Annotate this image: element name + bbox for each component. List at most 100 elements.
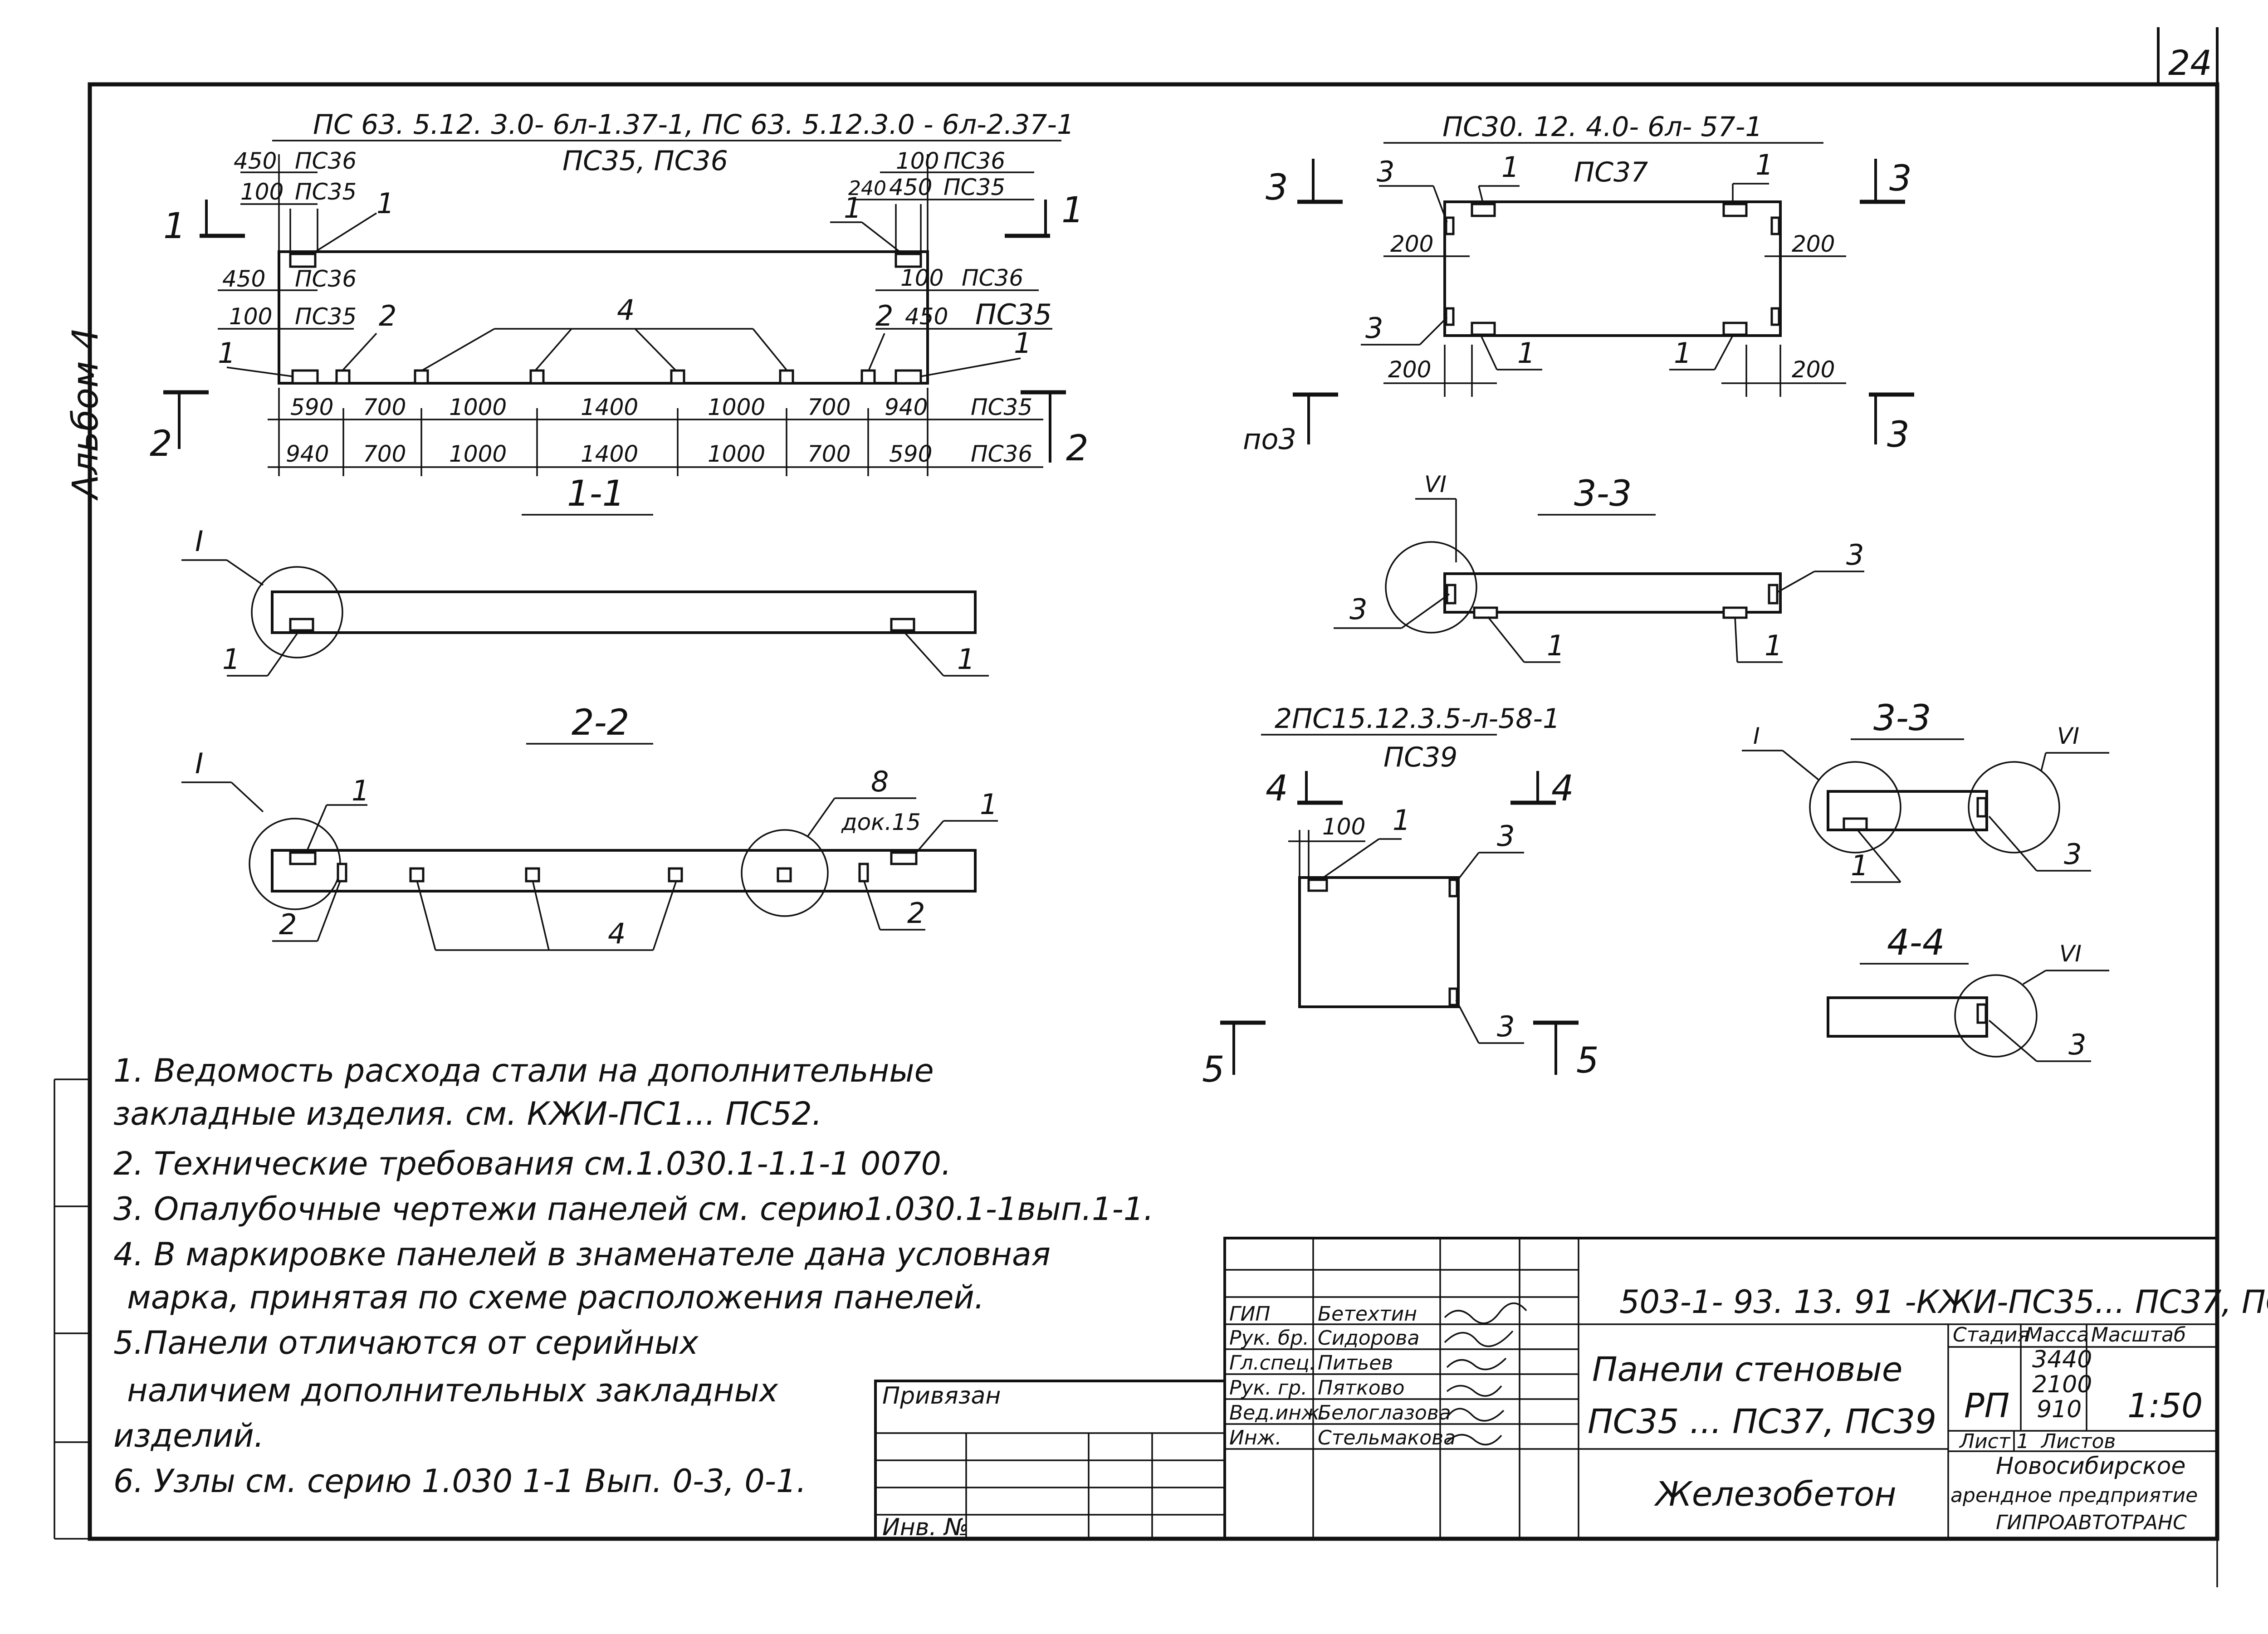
- cut-mark-5: 5: [1202, 1049, 1225, 1090]
- embed-item: [894, 253, 922, 268]
- section-2-2: 2-2 I 1 2 4 8 док.15 1 2: [181, 702, 998, 951]
- dim-text: 100: [896, 148, 939, 174]
- scale-value: 1:50: [2127, 1386, 2203, 1425]
- callout-4: 4: [608, 917, 626, 950]
- stamp-name: Стельмакова: [1318, 1426, 1456, 1449]
- callout-1: 1: [1547, 629, 1564, 662]
- dim-text: 200: [1792, 231, 1835, 257]
- callout-1: 1: [1674, 337, 1691, 370]
- dim-text: 1000: [449, 394, 507, 420]
- callout-1: 1: [1517, 337, 1535, 370]
- dim-text: 590: [290, 394, 333, 420]
- embed-item: [777, 867, 792, 883]
- embed-item: [894, 369, 922, 385]
- dim-text: 240: [848, 177, 886, 200]
- callout-1: 1: [352, 774, 369, 807]
- dim-tag: ПС36: [943, 148, 1005, 174]
- embed-item: [779, 369, 794, 385]
- dim-text: 940: [286, 441, 329, 467]
- dim-text: 100: [1322, 814, 1365, 840]
- notes-block: 1. Ведомость расхода стали на дополнител…: [113, 1052, 1154, 1500]
- cut-mark-1: 1: [1061, 190, 1084, 231]
- embed-item: [1976, 797, 1987, 818]
- signature: [1444, 1330, 1514, 1347]
- callout-1: 1: [957, 643, 975, 676]
- binding-inv-no: Инв. №: [882, 1514, 969, 1541]
- page-number: 24: [2168, 43, 2212, 83]
- embed-item: [1722, 203, 1748, 217]
- org-line1: Новосибирское: [1996, 1453, 2185, 1480]
- callout-1: 1: [1501, 151, 1519, 184]
- plan-left-mark-line1: ПС 63. 5.12. 3.0- 6л-1.37-1, ПС 63. 5.12…: [313, 109, 1074, 141]
- section-3-3-b-title: 3-3: [1873, 698, 1931, 739]
- callout-3: 3: [1365, 312, 1383, 345]
- note-line: 2. Технические требования см.1.030.1-1.1…: [113, 1145, 951, 1182]
- embed-item: [670, 369, 685, 385]
- note-line: закладные изделия. см. КЖИ-ПС1... ПС52.: [113, 1095, 822, 1132]
- embed-item: [668, 867, 683, 883]
- org-line2: арендное предприятие: [1950, 1484, 2198, 1507]
- dim-text: 1000: [708, 441, 765, 467]
- cut-mark-4: 4: [1266, 768, 1288, 809]
- section-body: [271, 849, 977, 893]
- node-label: VI: [2059, 941, 2082, 967]
- embed-item: [1471, 203, 1496, 217]
- stamp-name: Бетехтин: [1318, 1302, 1417, 1326]
- embed-item: [860, 369, 876, 385]
- node-label: I: [195, 525, 203, 558]
- section-body: [1827, 996, 1988, 1038]
- cut-mark-3: 3: [1889, 158, 1912, 199]
- section-body: [1443, 572, 1782, 614]
- callout-1: 1: [1014, 327, 1031, 360]
- mass-value: 3440: [2032, 1346, 2092, 1373]
- section-body: [271, 590, 977, 634]
- sheets-count: Листов: [2040, 1430, 2116, 1453]
- stamp-role: Рук. бр.: [1229, 1327, 1309, 1350]
- panel-outline: [1443, 200, 1782, 337]
- dim-text: 700: [807, 394, 850, 420]
- embed-item: [890, 851, 918, 865]
- callout-1: 1: [980, 788, 997, 821]
- dim-text: 700: [807, 441, 850, 467]
- node-label: I: [1753, 723, 1760, 749]
- dim-text: 200: [1390, 231, 1433, 257]
- dim-tag: ПС35: [975, 298, 1052, 331]
- embed-item: [414, 369, 429, 385]
- node-circle: [1809, 761, 1901, 854]
- stamp-role: Рук. гр.: [1229, 1376, 1307, 1400]
- embed-item: [1722, 322, 1748, 336]
- section-4-4-title: 4-4: [1887, 922, 1945, 963]
- dim-text: 940: [885, 394, 928, 420]
- dim-text: 450: [222, 266, 265, 292]
- section-2-2-title: 2-2: [572, 702, 629, 743]
- dim-tag: ПС35: [971, 394, 1032, 420]
- dim-text: 590: [889, 441, 932, 467]
- note-line: наличием дополнительных закладных: [127, 1372, 778, 1409]
- callout-1: 1: [376, 187, 394, 220]
- node-label: VI: [2057, 723, 2079, 749]
- callout-4: 4: [617, 293, 635, 327]
- binding-privyazan: Привязан: [882, 1382, 1001, 1410]
- note-line: изделий.: [113, 1417, 264, 1454]
- note-line: 3. Опалубочные чертежи панелей см. серию…: [113, 1190, 1154, 1228]
- node-circle: [1954, 974, 2038, 1058]
- embed-item: [1448, 878, 1458, 897]
- callout-3: 3: [2068, 1028, 2086, 1061]
- drawing-title-2: ПС35 ... ПС37, ПС39: [1588, 1402, 1936, 1441]
- embed-item: [1976, 1003, 1987, 1024]
- cut-mark-4: 4: [1551, 768, 1574, 809]
- callout-2: 2: [907, 897, 925, 930]
- callout-2: 2: [279, 908, 297, 941]
- cut-mark-3: 3: [1887, 415, 1910, 455]
- embed-item: [289, 851, 317, 865]
- note-line: 4. В маркировке панелей в знаменателе да…: [113, 1236, 1051, 1273]
- section-3-3-b: 3-3 I VI 1 3: [1742, 698, 2109, 883]
- document-code: 503-1- 93. 13. 91 -КЖИ-ПС35... ПС37, ПС3…: [1619, 1283, 2268, 1321]
- embed-item: [337, 863, 347, 883]
- callout-1: 1: [1765, 629, 1782, 662]
- callout-1: 1: [222, 643, 240, 676]
- embed-item: [1770, 216, 1780, 235]
- node-ref-doc: док.15: [841, 809, 921, 835]
- signature: [1446, 1357, 1507, 1371]
